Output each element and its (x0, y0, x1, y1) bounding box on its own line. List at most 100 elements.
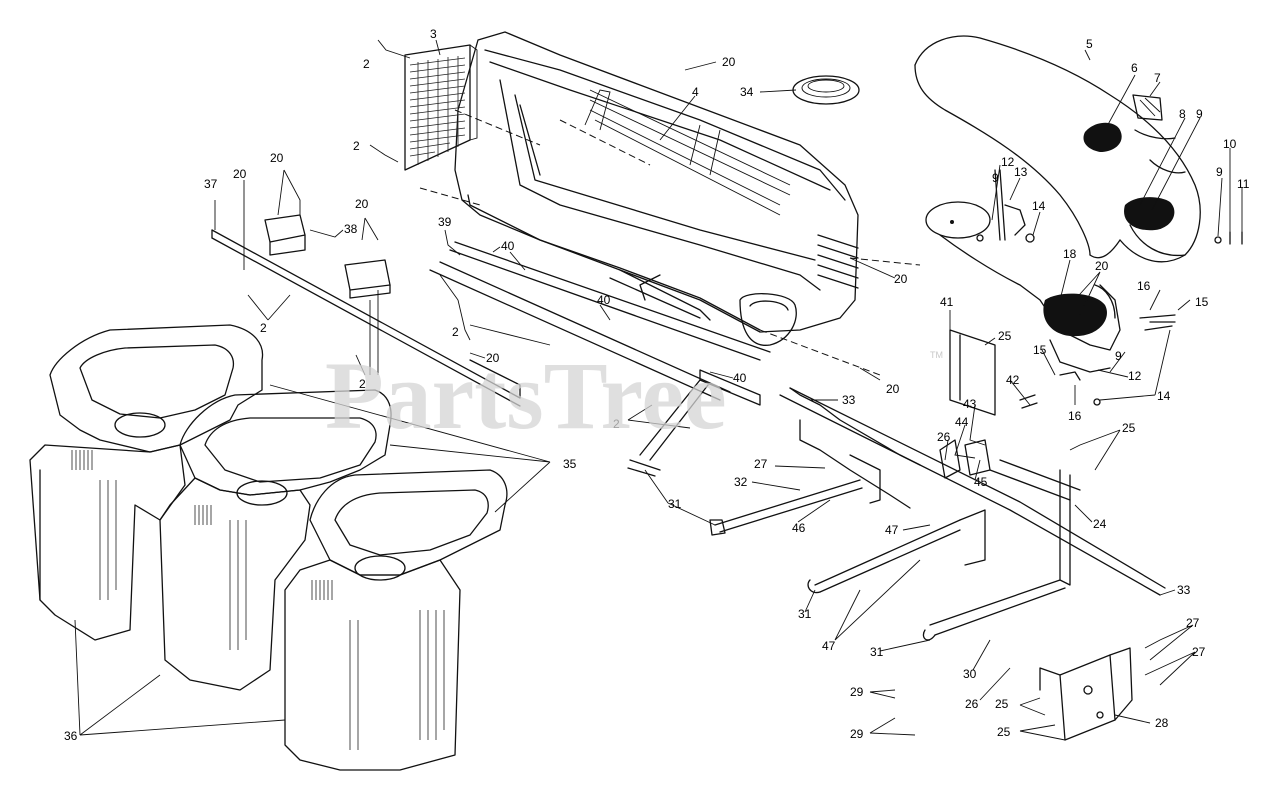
callout-label: 20 (1095, 259, 1109, 273)
callout-label: 29 (850, 727, 864, 741)
part-7-latch (1132, 94, 1163, 121)
callout-label: 34 (740, 85, 754, 99)
callout-label: 16 (1137, 279, 1151, 293)
callout-label: 9 (1216, 165, 1223, 179)
callout-label: 25 (998, 329, 1012, 343)
disc-34 (792, 75, 860, 105)
watermark-text: PartsTree (325, 342, 727, 449)
callout-label: 40 (501, 239, 515, 253)
callout-label: 33 (842, 393, 856, 407)
round-plate (925, 169, 1035, 243)
callout-label: 47 (885, 523, 899, 537)
callout-label: 11 (1237, 177, 1250, 191)
callout-label: 2 (452, 325, 459, 339)
leader-lines (74, 39, 1243, 741)
lower-frame (709, 459, 1081, 641)
callout-label: 35 (563, 457, 577, 471)
callout-label: 12 (1128, 369, 1142, 383)
callout-label: 44 (955, 415, 969, 429)
callout-label: 20 (886, 382, 900, 396)
callout-label: 12 (1001, 155, 1015, 169)
callout-label: 40 (597, 293, 611, 307)
callout-label: 37 (204, 177, 218, 191)
hopper-top-cover (454, 31, 859, 346)
callout-label: 20 (486, 351, 500, 365)
callout-label: 45 (974, 475, 988, 489)
callout-label: 31 (870, 645, 884, 659)
callout-label: 3 (430, 27, 437, 41)
callout-label: 25 (1122, 421, 1136, 435)
grass-bag-middle (159, 389, 392, 691)
hitch-bracket-28 (1039, 647, 1133, 741)
frame-rails (429, 241, 771, 406)
callout-label: 20 (894, 272, 908, 286)
part-8-blob (1124, 197, 1175, 231)
callout-label: 31 (798, 607, 812, 621)
callout-label: 5 (1086, 37, 1093, 51)
callout-label: 2 (260, 321, 267, 335)
callout-label: 20 (233, 167, 247, 181)
callout-label: 42 (1006, 373, 1020, 387)
callout-label: 15 (1195, 295, 1209, 309)
part-18-blob (1043, 293, 1107, 337)
callout-label: 13 (1014, 165, 1028, 179)
callout-label: 2 (613, 417, 620, 431)
callout-label: 14 (1157, 389, 1171, 403)
callout-label: 32 (734, 475, 748, 489)
callout-label: 20 (355, 197, 369, 211)
callout-labels: 2 3 20 4 34 5 6 7 8 9 10 9 11 2 20 37 20… (64, 27, 1250, 743)
callout-label: 46 (792, 521, 806, 535)
callout-label: 41 (940, 295, 954, 309)
callout-label: 4 (692, 85, 699, 99)
callout-label: 33 (1177, 583, 1191, 597)
callout-label: 9 (992, 171, 999, 185)
callout-label: 9 (1115, 349, 1122, 363)
callout-label: 2 (363, 57, 370, 71)
callout-label: 16 (1068, 409, 1082, 423)
callout-label: 2 (359, 377, 366, 391)
watermark-trademark: TM (930, 350, 943, 360)
callout-label: 14 (1032, 199, 1046, 213)
discharge-chute (914, 35, 1201, 263)
callout-label: 25 (995, 697, 1009, 711)
callout-label: 26 (937, 430, 951, 444)
grass-bag-left (29, 324, 264, 641)
chute-adapter (939, 234, 1121, 373)
callout-label: 18 (1063, 247, 1077, 261)
screen-grille (404, 44, 478, 171)
callout-label: 28 (1155, 716, 1169, 730)
part-6-blob (1083, 122, 1122, 152)
callout-label: 2 (353, 139, 360, 153)
callout-label: 38 (344, 222, 358, 236)
callout-label: 36 (64, 729, 78, 743)
callout-label: 24 (1093, 517, 1107, 531)
support-rod-37 (211, 229, 521, 407)
callout-label: 39 (438, 215, 452, 229)
callout-label: 40 (733, 371, 747, 385)
callout-label: 31 (668, 497, 682, 511)
callout-label: 27 (1192, 645, 1206, 659)
frame-tube-33 (627, 379, 1166, 596)
bracket-38 (264, 214, 391, 299)
grass-bag-right (284, 469, 508, 771)
callout-label: 15 (1033, 343, 1047, 357)
callout-label: 6 (1131, 61, 1138, 75)
callout-label: 9 (1196, 107, 1203, 121)
callout-label: 30 (963, 667, 977, 681)
callout-label: 43 (963, 397, 977, 411)
partstree-watermark: PartsTree TM (325, 342, 943, 449)
callout-label: 20 (722, 55, 736, 69)
callout-label: 8 (1179, 107, 1186, 121)
callout-label: 47 (822, 639, 836, 653)
callout-label: 27 (754, 457, 768, 471)
callout-label: 27 (1186, 616, 1200, 630)
callout-label: 20 (270, 151, 284, 165)
upright-brackets (939, 329, 1038, 479)
callout-label: 25 (997, 725, 1011, 739)
callout-label: 7 (1154, 71, 1161, 85)
callout-label: 29 (850, 685, 864, 699)
callout-label: 10 (1223, 137, 1237, 151)
hardware-9-11 (1059, 231, 1243, 406)
callout-label: 26 (965, 697, 979, 711)
